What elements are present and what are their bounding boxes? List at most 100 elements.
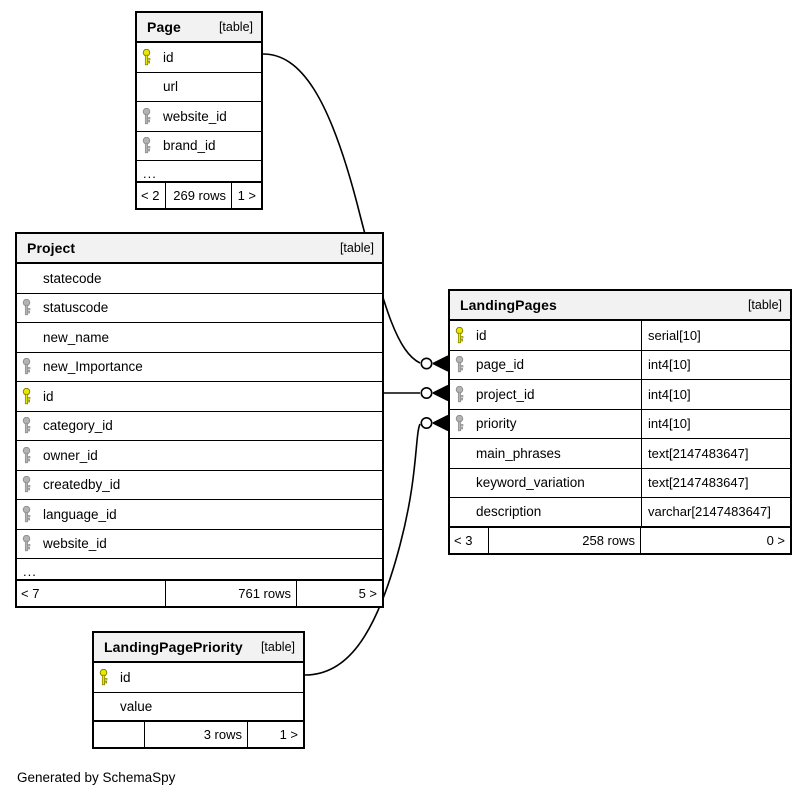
table-title: LandingPages [460, 297, 557, 313]
column-type: varchar[2147483647] [641, 498, 790, 526]
table-title: Project [27, 240, 76, 256]
column-name: id [43, 388, 54, 404]
footer-prev-link[interactable]: < 7 [21, 586, 40, 601]
table-row[interactable]: statecode [17, 264, 382, 294]
footer-next-link[interactable]: 1 > [247, 722, 303, 747]
footer-row-count: 3 rows [144, 722, 247, 747]
footer-prev-link[interactable] [94, 722, 144, 747]
column-name: project_id [476, 386, 535, 402]
table-row[interactable]: website_id [17, 530, 382, 559]
footer-next-link[interactable]: 1 > [231, 183, 261, 208]
table-header-landingpages: LandingPages [table] [450, 291, 790, 321]
no-key-spacer [450, 469, 469, 498]
table-node-project[interactable]: Project [table] statecode statuscode new… [15, 232, 384, 608]
foreign-key-icon [17, 353, 36, 382]
table-footer-project: < 7 761 rows 5 > [17, 581, 382, 606]
table-type-tag: [table] [260, 640, 295, 654]
column-name: statecode [43, 270, 102, 286]
no-key-spacer [17, 264, 36, 293]
table-node-landingpagepriority[interactable]: LandingPagePriority [table] id value 3 r… [92, 631, 305, 749]
table-title: Page [147, 19, 181, 35]
more-columns-indicator: ... [137, 161, 261, 183]
column-name: new_Importance [43, 359, 143, 375]
table-row[interactable]: url [137, 73, 261, 102]
column-name: statuscode [43, 300, 109, 316]
table-row[interactable]: language_id [17, 500, 382, 530]
table-row[interactable]: id [94, 663, 303, 693]
table-row[interactable]: id [17, 382, 382, 412]
table-row[interactable]: new_name [17, 323, 382, 353]
table-row[interactable]: brand_id [137, 132, 261, 161]
table-header-project: Project [table] [17, 234, 382, 264]
table-row[interactable]: main_phrases text[2147483647] [450, 439, 790, 469]
no-key-spacer [17, 323, 36, 352]
column-type: text[2147483647] [641, 439, 790, 468]
column-name: website_id [43, 536, 107, 552]
table-row[interactable]: page_id int4[10] [450, 350, 790, 380]
table-header-page: Page [table] [137, 13, 261, 43]
foreign-key-icon [137, 102, 156, 131]
table-row[interactable]: category_id [17, 412, 382, 441]
primary-key-icon [17, 382, 36, 411]
table-row[interactable]: description varchar[2147483647] [450, 498, 790, 528]
table-row[interactable]: website_id [137, 102, 261, 132]
column-name: new_name [43, 329, 110, 345]
ellipsis-label: ... [143, 165, 157, 181]
table-row[interactable]: new_Importance [17, 353, 382, 382]
primary-key-icon [137, 43, 156, 72]
foreign-key-icon [450, 410, 469, 439]
column-type: serial[10] [641, 321, 790, 350]
table-row[interactable]: priority int4[10] [450, 409, 790, 439]
more-columns-indicator: ... [17, 559, 382, 581]
foreign-key-icon [17, 294, 36, 323]
column-name: priority [476, 416, 517, 432]
foreign-key-icon [137, 132, 156, 161]
column-name: id [120, 669, 131, 685]
no-key-spacer [450, 498, 469, 526]
cardinality-markers [420, 355, 449, 432]
column-name: description [476, 504, 542, 520]
table-footer-landingpagepriority: 3 rows 1 > [94, 722, 303, 747]
table-footer-page: < 2 269 rows 1 > [137, 183, 261, 208]
column-type: text[2147483647] [641, 468, 790, 497]
column-name: page_id [476, 357, 525, 373]
footer-next-link[interactable]: 0 > [640, 527, 790, 553]
column-name: owner_id [43, 447, 98, 463]
table-type-tag: [table] [339, 241, 374, 255]
table-row[interactable]: statuscode [17, 294, 382, 323]
table-title: LandingPagePriority [104, 639, 243, 655]
column-name: keyword_variation [476, 475, 585, 491]
table-row[interactable]: id [137, 43, 261, 73]
foreign-key-icon [17, 471, 36, 500]
table-header-landingpagepriority: LandingPagePriority [table] [94, 633, 303, 663]
ellipsis-label: ... [23, 563, 37, 579]
footer-next-link[interactable]: 5 > [296, 581, 382, 606]
footer-prev-link[interactable]: < 2 [141, 188, 160, 203]
table-row[interactable]: project_id int4[10] [450, 380, 790, 410]
table-row[interactable]: owner_id [17, 441, 382, 471]
column-name: category_id [43, 418, 113, 434]
foreign-key-icon [17, 412, 36, 441]
foreign-key-icon [17, 530, 36, 559]
no-key-spacer [450, 439, 469, 468]
column-name: id [476, 327, 487, 343]
primary-key-icon [450, 321, 469, 350]
table-node-landingpages[interactable]: LandingPages [table] id serial[10] page_… [448, 289, 792, 555]
no-key-spacer [137, 73, 156, 102]
footer-prev-link[interactable]: < 3 [454, 532, 473, 548]
table-row[interactable]: id serial[10] [450, 321, 790, 351]
footer-row-count: 761 rows [165, 581, 296, 606]
column-name: value [120, 698, 153, 714]
column-type: int4[10] [641, 350, 790, 379]
column-name: language_id [43, 506, 117, 522]
table-row[interactable]: value [94, 693, 303, 722]
table-row[interactable]: createdby_id [17, 471, 382, 500]
column-type: int4[10] [641, 409, 790, 438]
table-type-tag: [table] [747, 298, 782, 312]
table-node-page[interactable]: Page [table] id url website_id brand_id … [135, 11, 263, 210]
table-row[interactable]: keyword_variation text[2147483647] [450, 468, 790, 498]
column-name: id [163, 49, 174, 65]
foreign-key-icon [17, 441, 36, 470]
foreign-key-icon [450, 380, 469, 409]
column-name: url [163, 79, 179, 95]
